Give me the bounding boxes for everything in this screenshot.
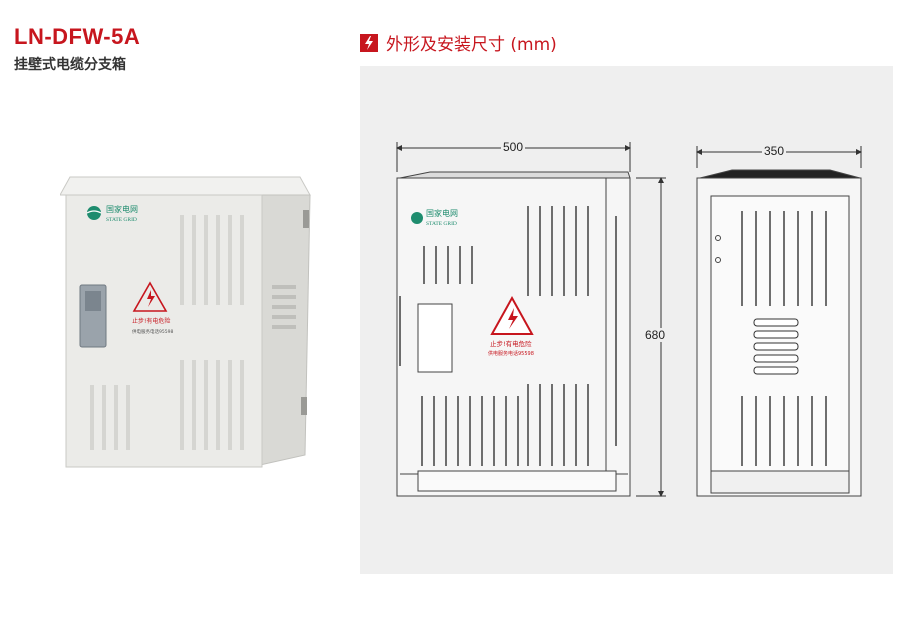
dimension-width-label: 500 bbox=[501, 140, 526, 154]
front-view bbox=[396, 171, 631, 497]
drawing-brand-en: STATE GRID bbox=[426, 221, 457, 227]
drawing-warning-line2: 供电服务电话95598 bbox=[488, 350, 534, 357]
dimension-depth-label: 350 bbox=[762, 144, 787, 158]
product-photo: 国家电网 STATE GRID 止步!有电危险 供电服务电话95598 bbox=[59, 165, 320, 475]
lightning-bolt-icon bbox=[360, 33, 378, 52]
model-title: LN-DFW-5A bbox=[14, 24, 141, 49]
dimension-drawing: 国家电网 STATE GRID 止步!有电危险 供电服务电话95598 bbox=[360, 66, 893, 574]
drawing-warning-line1: 止步!有电危险 bbox=[490, 339, 532, 348]
dimension-height-label: 680 bbox=[643, 328, 668, 342]
section-heading: 外形及安装尺寸 (mm) bbox=[360, 30, 557, 55]
photo-warning-line2: 供电服务电话95598 bbox=[132, 328, 173, 335]
photo-warning-line1: 止步!有电危险 bbox=[132, 317, 170, 325]
drawing-brand-cn: 国家电网 bbox=[426, 208, 458, 218]
product-name: 挂壁式电缆分支箱 bbox=[14, 57, 126, 73]
photo-brand-cn: 国家电网 bbox=[106, 204, 138, 214]
side-view bbox=[696, 169, 862, 497]
section-heading-text: 外形及安装尺寸 (mm) bbox=[386, 35, 557, 55]
photo-brand-en: STATE GRID bbox=[106, 217, 137, 223]
